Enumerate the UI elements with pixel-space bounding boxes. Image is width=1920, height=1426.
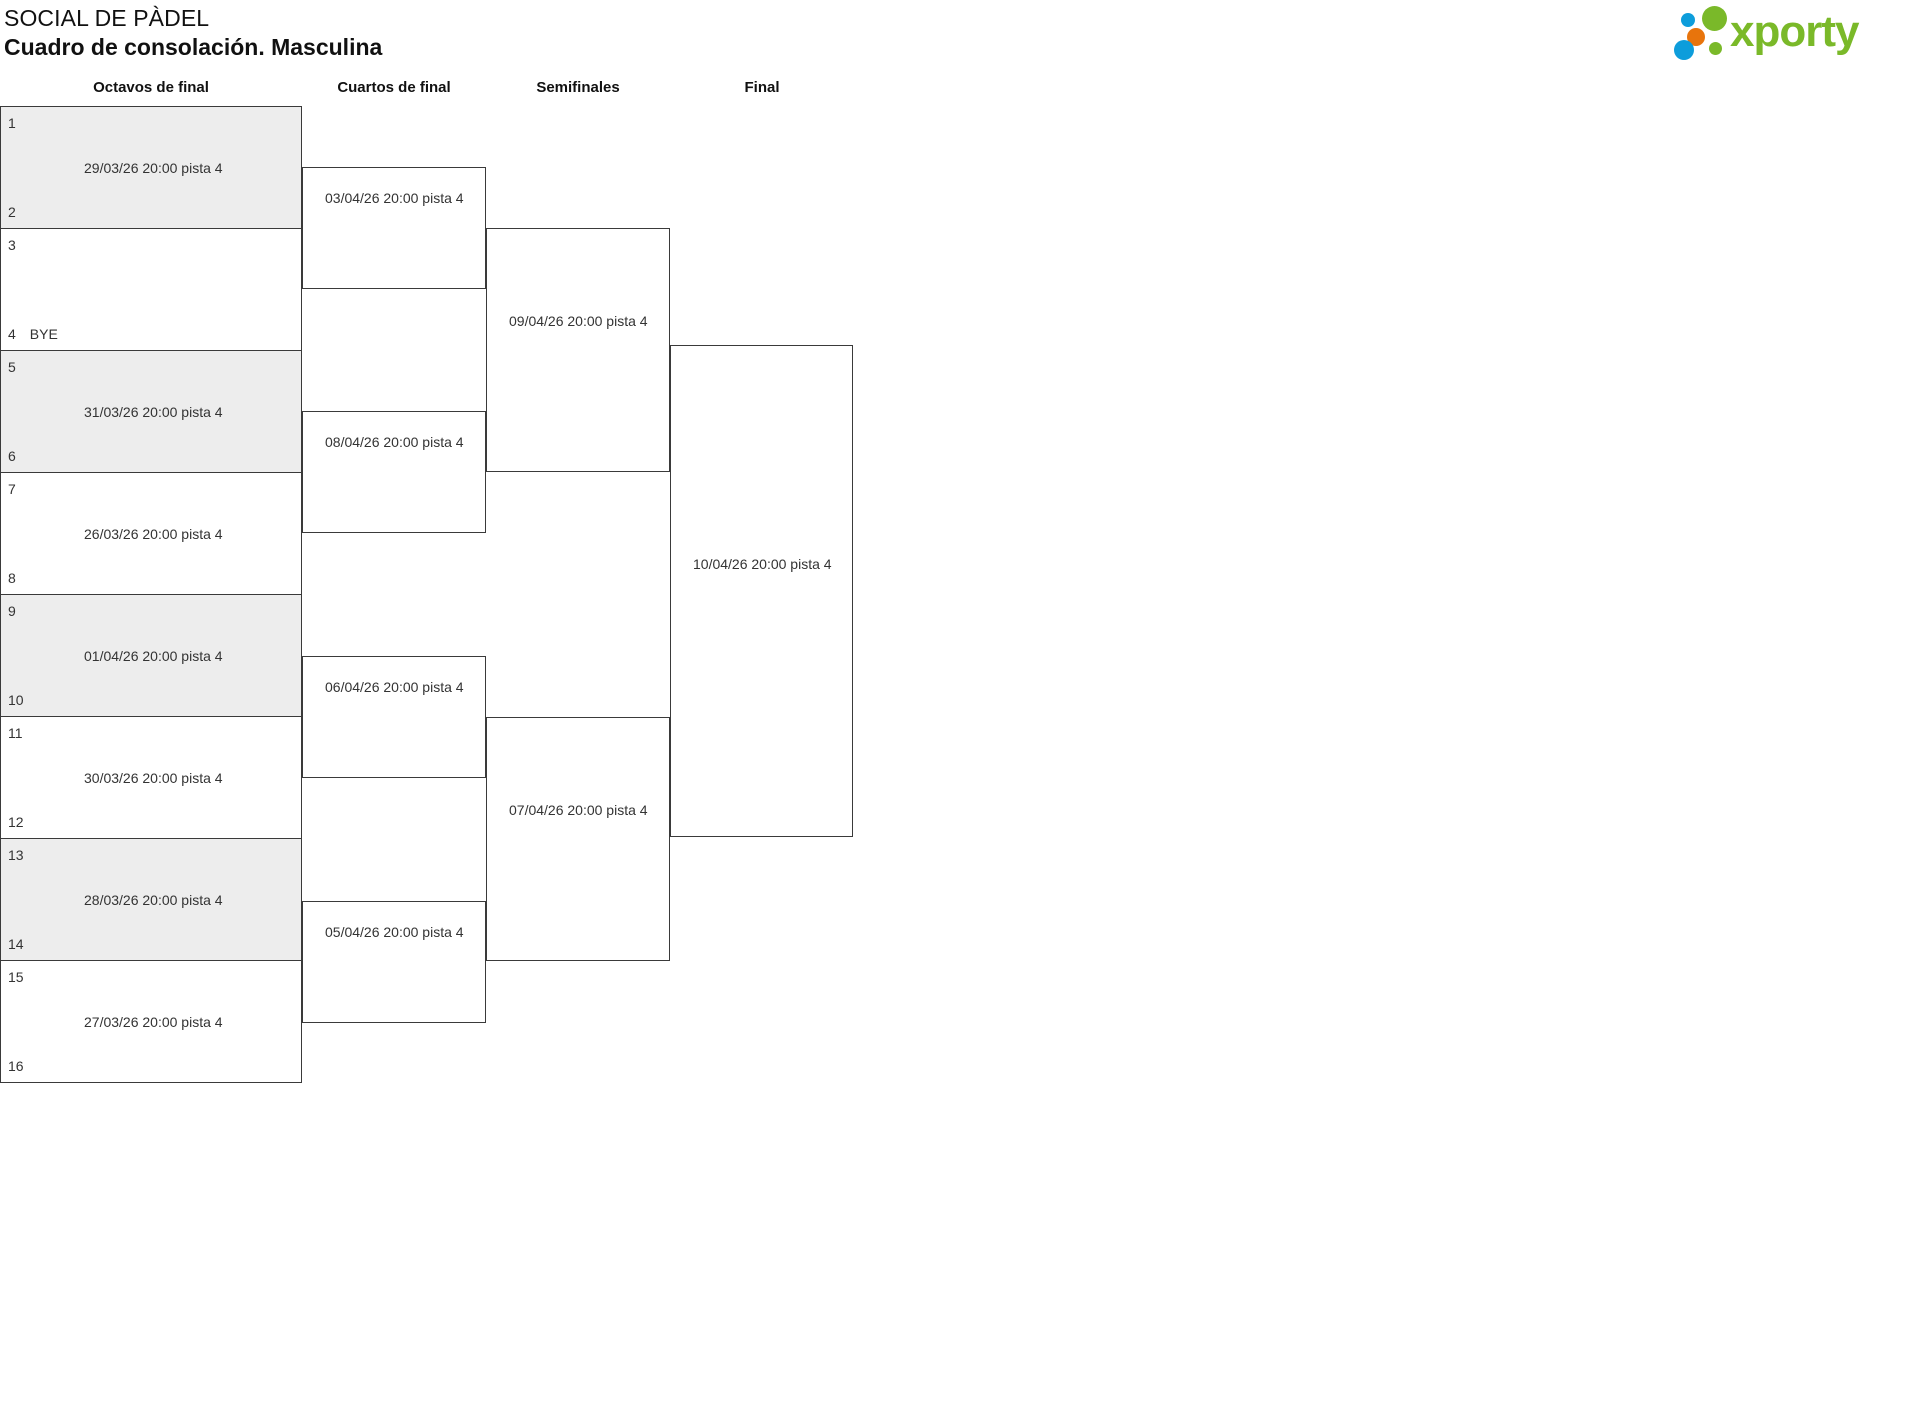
seed-label: 8 xyxy=(8,570,16,586)
seed-label: 5 xyxy=(8,359,16,375)
match-datetime: 31/03/26 20:00 pista 4 xyxy=(84,404,223,420)
match-datetime: 07/04/26 20:00 pista 4 xyxy=(509,802,648,818)
match-octavos-6[interactable]: 11 12 30/03/26 20:00 pista 4 xyxy=(0,716,302,838)
match-datetime: 27/03/26 20:00 pista 4 xyxy=(84,1014,223,1030)
match-datetime: 08/04/26 20:00 pista 4 xyxy=(325,434,464,450)
seed-label: 3 xyxy=(8,237,16,253)
round-header-cuartos: Cuartos de final xyxy=(337,79,451,96)
seed-label: 11 xyxy=(8,725,23,741)
match-semifinales-2[interactable]: 07/04/26 20:00 pista 4 xyxy=(486,717,670,961)
match-cuartos-1[interactable]: 03/04/26 20:00 pista 4 xyxy=(302,167,486,289)
match-datetime: 09/04/26 20:00 pista 4 xyxy=(509,313,648,329)
page-title: SOCIAL DE PÀDEL Cuadro de consolación. M… xyxy=(4,4,382,62)
seed-label: 1 xyxy=(8,115,16,131)
match-octavos-4[interactable]: 7 8 26/03/26 20:00 pista 4 xyxy=(0,472,302,594)
match-octavos-1[interactable]: 1 2 29/03/26 20:00 pista 4 xyxy=(0,106,302,228)
round-header-octavos: Octavos de final xyxy=(93,79,209,96)
match-semifinales-1[interactable]: 09/04/26 20:00 pista 4 xyxy=(486,228,670,472)
seed-label: 13 xyxy=(8,847,24,863)
match-datetime: 01/04/26 20:00 pista 4 xyxy=(84,648,223,664)
logo-wordmark: xporty xyxy=(1730,7,1859,56)
match-octavos-5[interactable]: 9 10 01/04/26 20:00 pista 4 xyxy=(0,594,302,716)
match-octavos-8[interactable]: 15 16 27/03/26 20:00 pista 4 xyxy=(0,960,302,1083)
seed-label: 10 xyxy=(8,692,24,708)
match-datetime: 30/03/26 20:00 pista 4 xyxy=(84,770,223,786)
tournament-name: SOCIAL DE PÀDEL xyxy=(4,5,210,31)
bracket-subtitle: Cuadro de consolación. Masculina xyxy=(4,34,383,60)
match-datetime: 05/04/26 20:00 pista 4 xyxy=(325,924,464,940)
match-octavos-3[interactable]: 5 6 31/03/26 20:00 pista 4 xyxy=(0,350,302,472)
match-cuartos-2[interactable]: 08/04/26 20:00 pista 4 xyxy=(302,411,486,533)
match-datetime: 10/04/26 20:00 pista 4 xyxy=(693,556,832,572)
match-final-1[interactable]: 10/04/26 20:00 pista 4 xyxy=(670,345,853,837)
logo-dot-green-large xyxy=(1702,6,1727,31)
match-cuartos-3[interactable]: 06/04/26 20:00 pista 4 xyxy=(302,656,486,778)
logo-dot-blue-large xyxy=(1674,40,1694,60)
seed-label: 7 xyxy=(8,481,16,497)
match-datetime: 03/04/26 20:00 pista 4 xyxy=(325,190,464,206)
seed-label: 16 xyxy=(8,1058,24,1074)
logo-dots-icon xyxy=(1672,4,1732,60)
xporty-logo: xporty xyxy=(1672,4,1912,60)
seed-label: 14 xyxy=(8,936,24,952)
logo-dot-orange xyxy=(1687,28,1705,46)
bye-label: BYE xyxy=(29,326,58,342)
seed-label: 15 xyxy=(8,969,24,985)
match-datetime: 29/03/26 20:00 pista 4 xyxy=(84,160,223,176)
match-cuartos-4[interactable]: 05/04/26 20:00 pista 4 xyxy=(302,901,486,1023)
match-datetime: 28/03/26 20:00 pista 4 xyxy=(84,892,223,908)
logo-dot-green-small xyxy=(1709,42,1722,55)
seed-label: 9 xyxy=(8,603,16,619)
match-octavos-7[interactable]: 13 14 28/03/26 20:00 pista 4 xyxy=(0,838,302,960)
seed-label: 6 xyxy=(8,448,16,464)
round-header-semifinales: Semifinales xyxy=(536,79,620,96)
seed-label: 12 xyxy=(8,814,24,830)
match-datetime: 06/04/26 20:00 pista 4 xyxy=(325,679,464,695)
logo-dot-blue-small xyxy=(1681,13,1695,27)
seed-label: 2 xyxy=(8,204,16,220)
round-header-final: Final xyxy=(744,79,780,96)
match-datetime: 26/03/26 20:00 pista 4 xyxy=(84,526,223,542)
